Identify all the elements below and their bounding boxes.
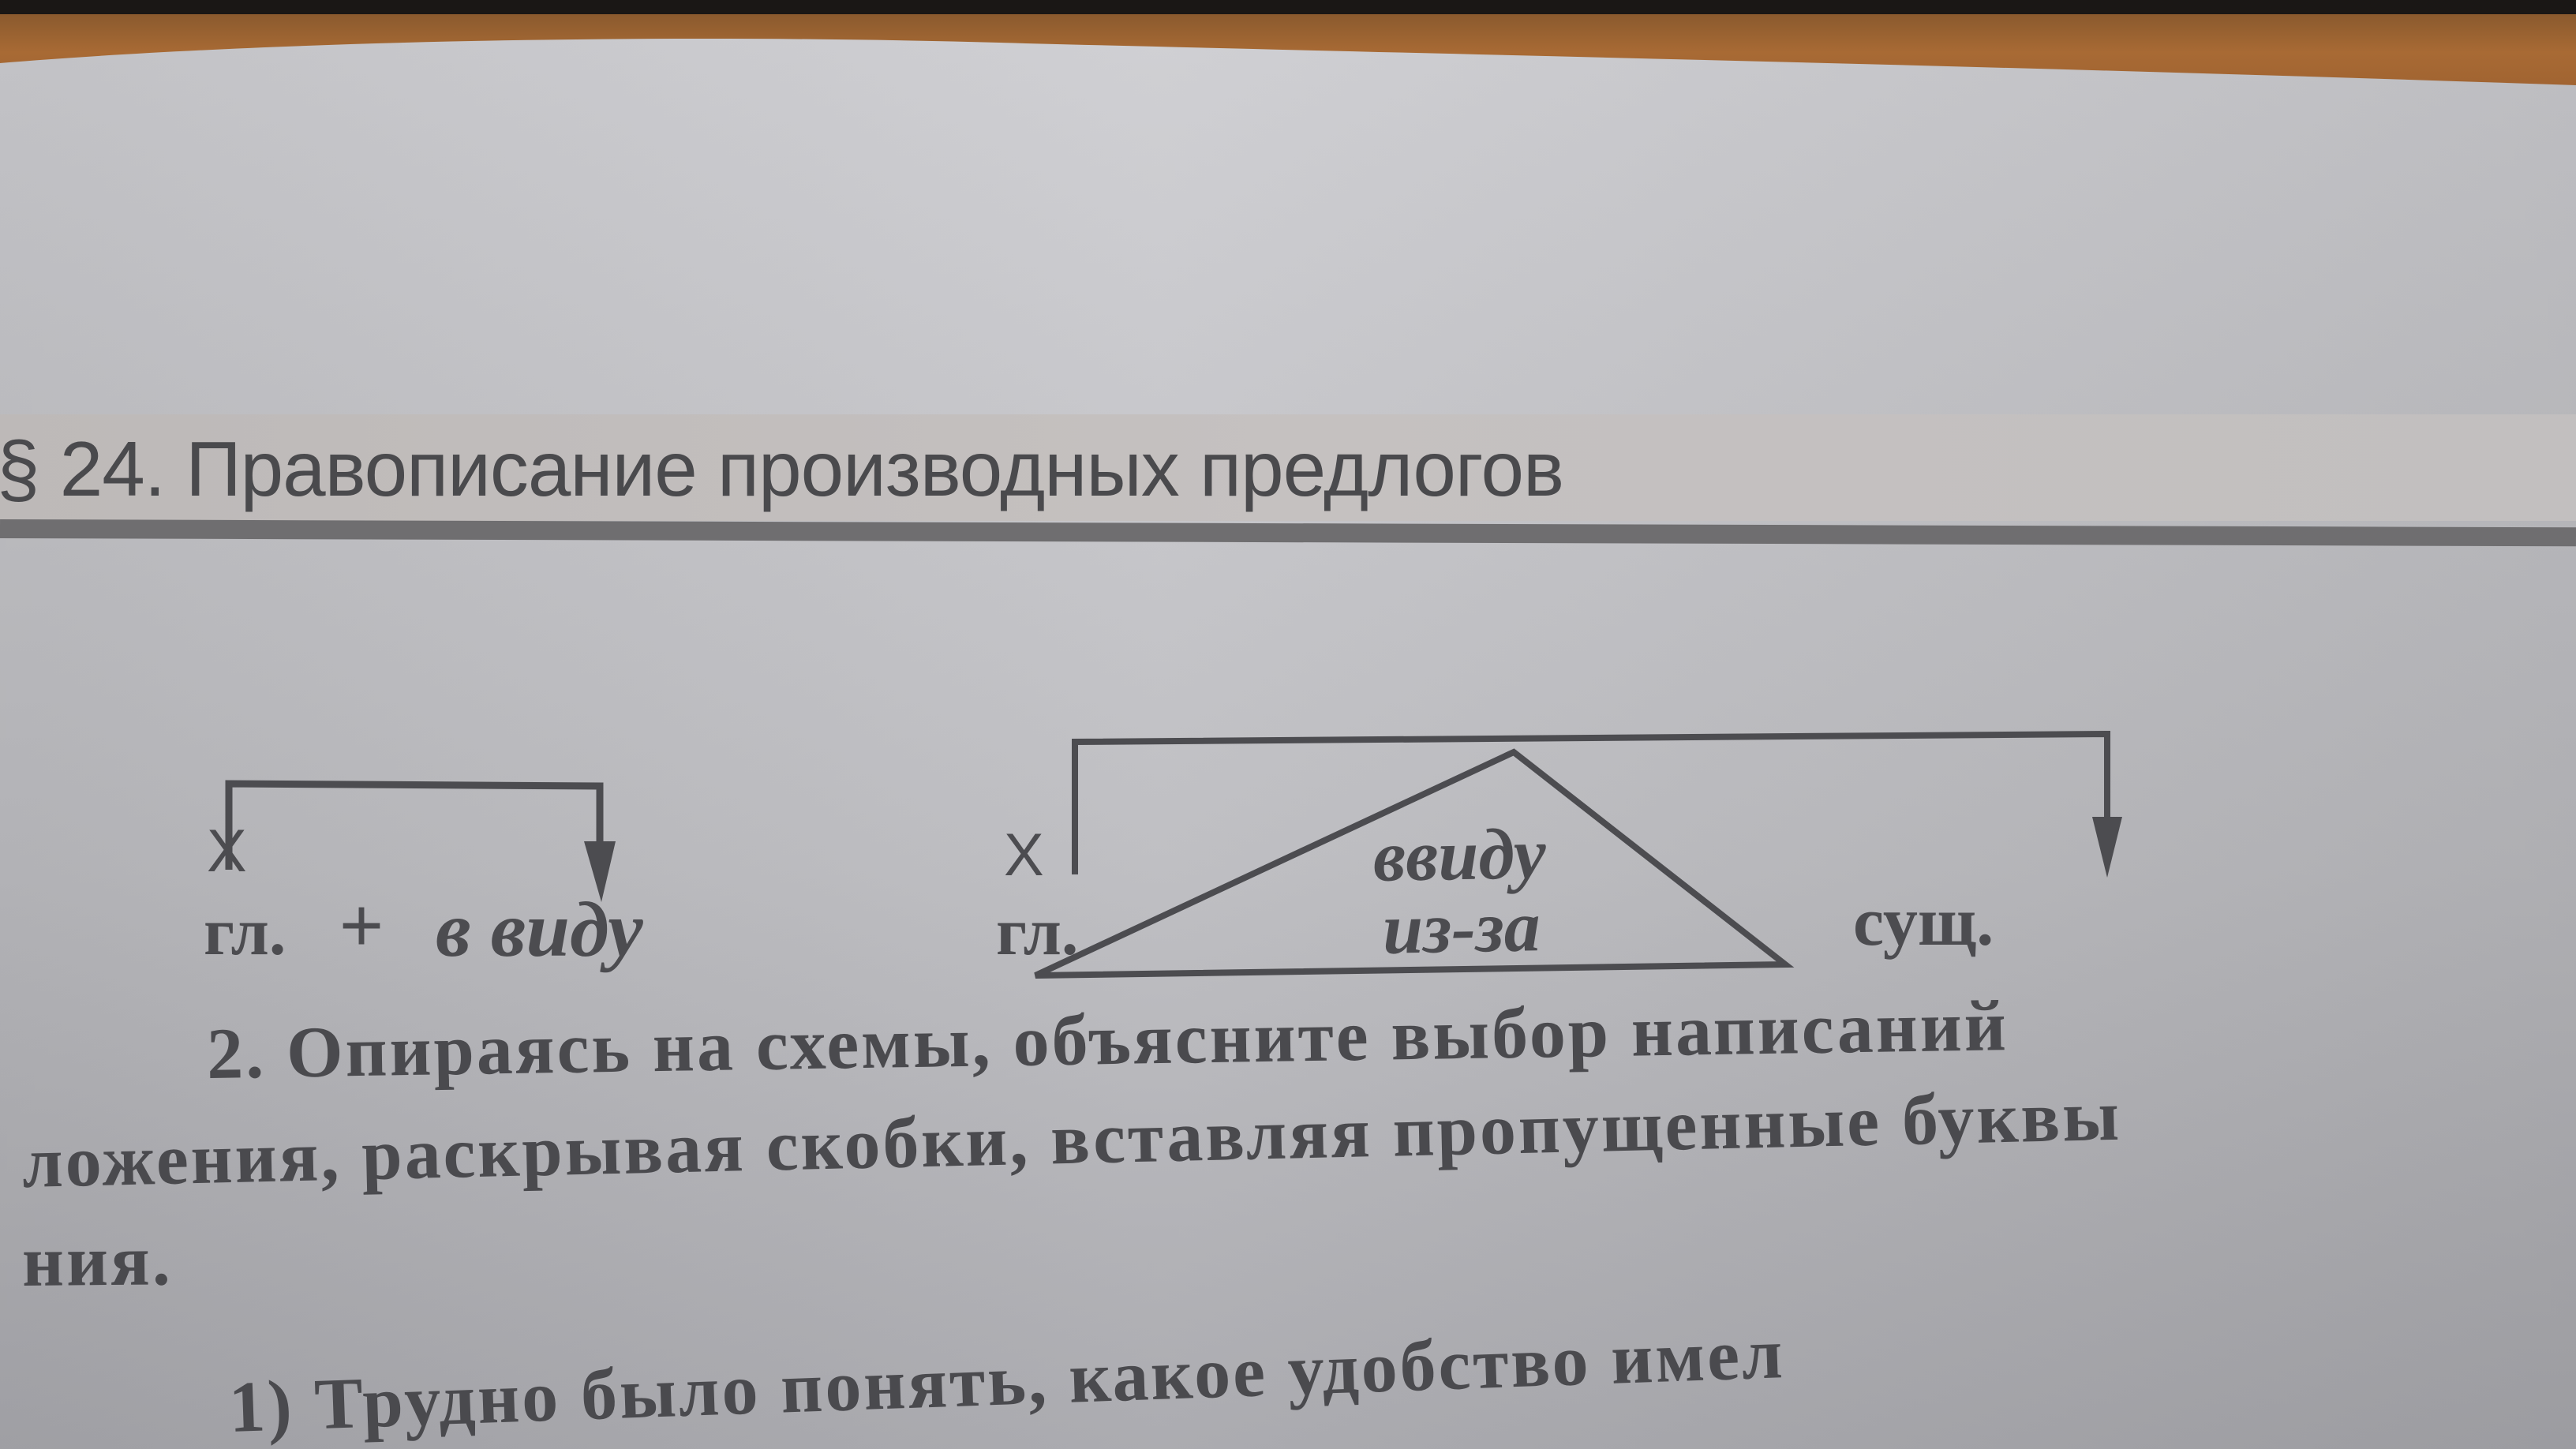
scheme-2-x-mark: X: [1004, 822, 1044, 889]
section-title: § 24. Правописание производных предлогов: [0, 425, 1564, 512]
scheme-1-x-mark: X: [207, 818, 247, 885]
exercise-item-number: 1): [227, 1365, 296, 1447]
scheme-1-plus-sign: +: [339, 883, 384, 968]
scheme-2-triangle-bottom-word: из-за: [1382, 886, 1541, 969]
scheme-1-arrow: [225, 780, 616, 902]
scheme-2-arrow: [1072, 730, 2122, 878]
preposition-triangle: [1034, 748, 1795, 979]
scheme-1-verb-label: гл.: [204, 893, 286, 969]
scheme-2-verb-label: гл.: [996, 893, 1079, 969]
scheme-2-noun-label: сущ.: [1853, 884, 1994, 960]
section-header-band: [0, 414, 2576, 521]
task-line-3: ния.: [21, 1219, 174, 1301]
task-number: 2.: [206, 1012, 267, 1094]
scheme-1-preposition: в виду: [436, 886, 643, 973]
